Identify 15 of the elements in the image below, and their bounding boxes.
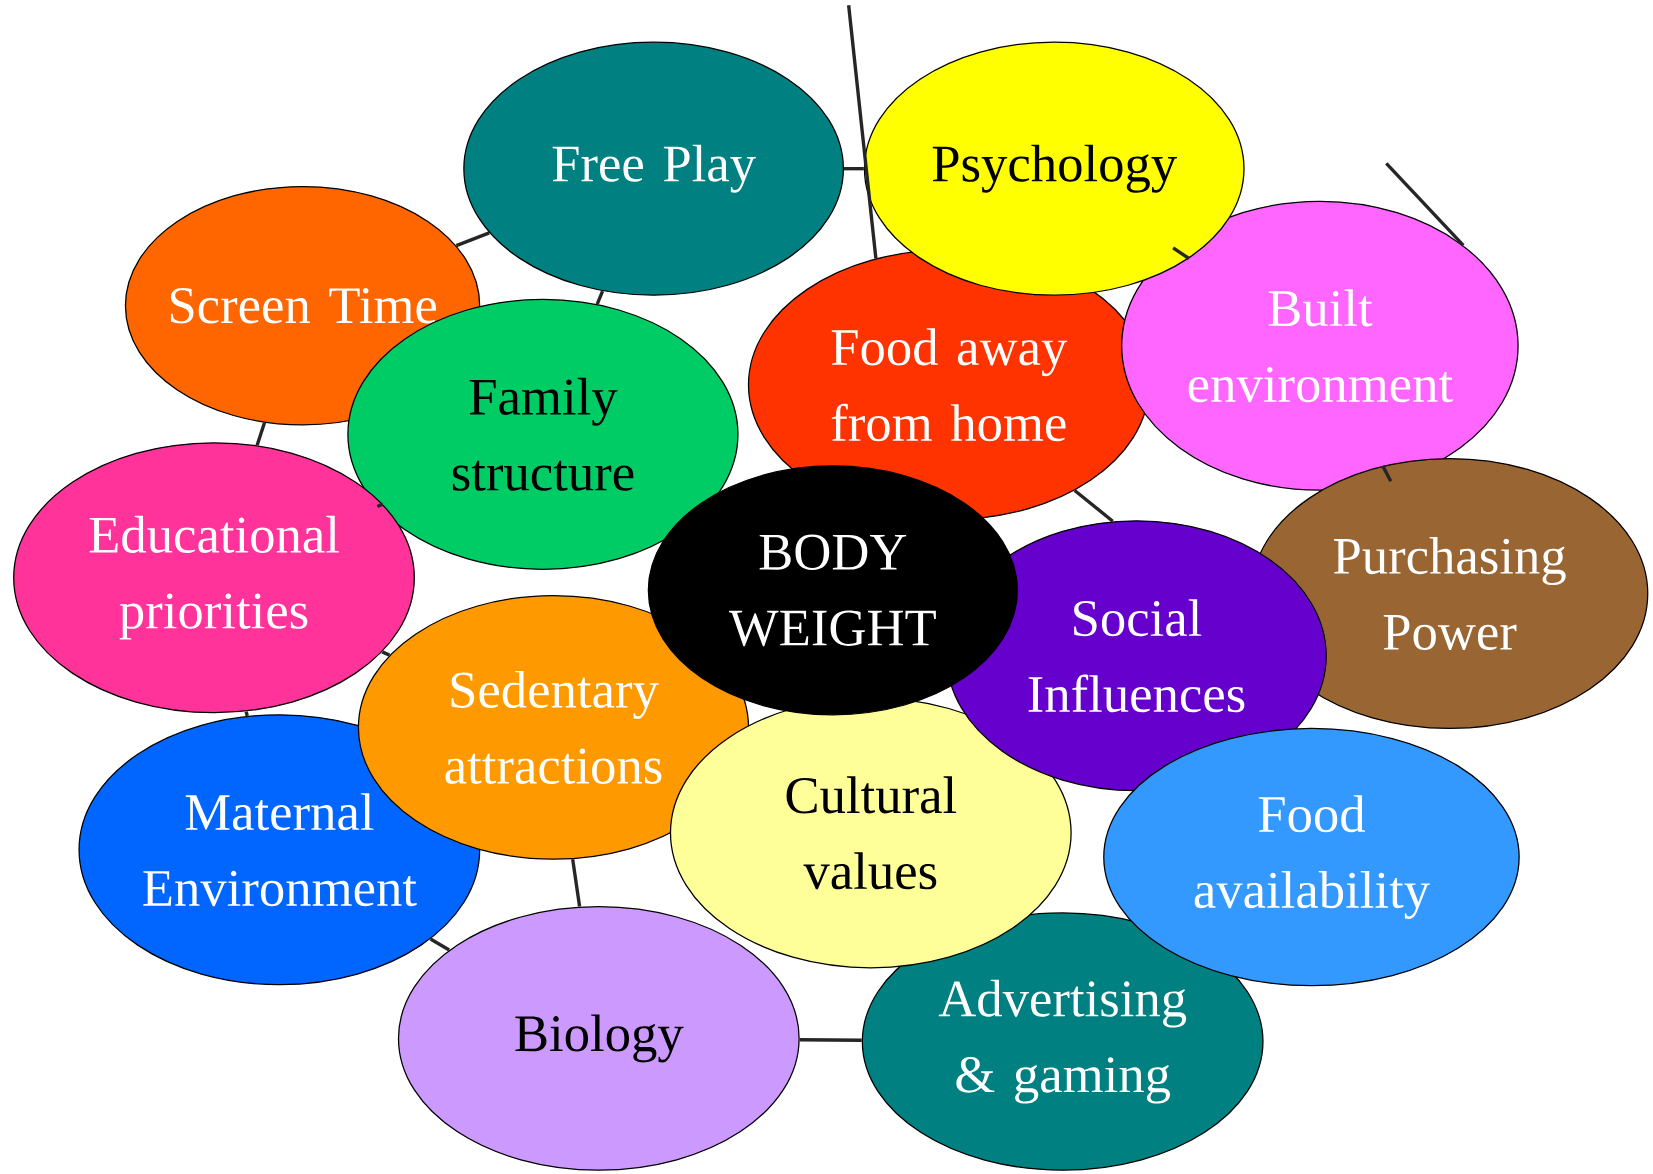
connector-line [846,4,878,259]
connector-line [571,858,582,907]
connector-line [1172,246,1190,260]
connector-line [844,166,864,171]
connector-line [1385,162,1465,247]
connector-line [1381,464,1393,482]
connector-line [799,1037,862,1042]
connector-line [1073,488,1114,523]
connector-line [595,290,605,305]
connector-line [255,422,267,446]
connector-line [244,710,249,717]
connector-line [455,231,490,248]
connector-line [376,502,384,508]
connector-line [429,937,451,952]
connector-line [381,650,391,657]
